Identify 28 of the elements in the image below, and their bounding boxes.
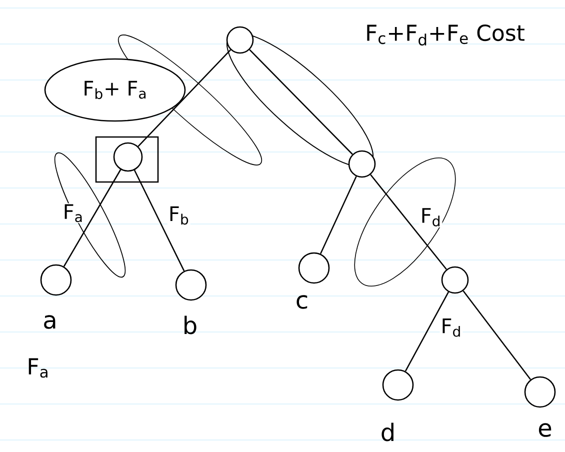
cost-label: F$_{c}$+F$_{d}$+F$_{e}$ Cost (367, 24, 524, 46)
node-circle (348, 150, 376, 178)
note-label: F$_{a}$ (28, 358, 48, 378)
edge-label: F$_{b}$ (170, 206, 188, 225)
node-circle (226, 26, 254, 54)
leaf-label: b (184, 316, 196, 334)
tree-edge (249, 49, 353, 155)
node-circle (40, 264, 72, 296)
tree-edge (138, 49, 232, 147)
node-circle (175, 269, 207, 301)
tree-edge (320, 176, 357, 254)
edge-label: F$_{d}$ (442, 318, 460, 337)
tree-edge (134, 170, 185, 272)
leaf-label: e (538, 423, 552, 437)
leaf-label: d (382, 422, 394, 442)
tree-edge (370, 174, 447, 270)
leaf-label: c (296, 295, 308, 309)
tree-edge (462, 290, 532, 380)
node-circle (298, 252, 330, 284)
node-circle (441, 266, 469, 294)
node-circle (113, 142, 143, 172)
tree-edge (63, 169, 122, 267)
node-circle (524, 376, 556, 408)
leaf-label: a (44, 315, 56, 329)
edge-label: F$_{d}$ (422, 208, 440, 226)
tree-edge (404, 292, 450, 372)
edge-label: F$_{a}$ (64, 204, 82, 222)
node-circle (382, 369, 414, 401)
